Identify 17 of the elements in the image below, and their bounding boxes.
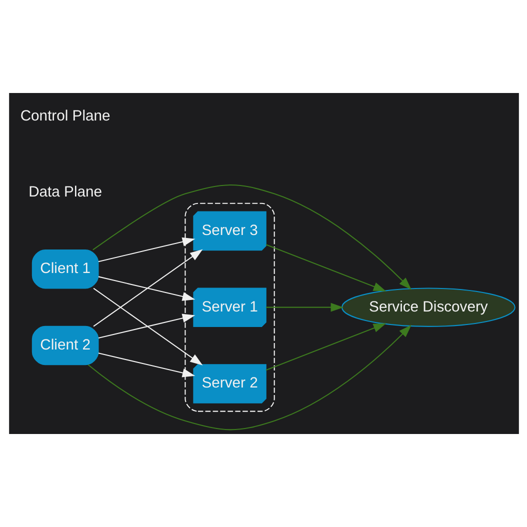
arrow [266,302,344,312]
node-box: Client 2 [31,326,98,366]
arrow [98,237,195,262]
label: Data Plane [28,184,102,201]
arrow [98,352,195,378]
node-ellipse: Service Discovery [340,288,515,327]
arrow [92,288,202,366]
arrow [98,276,195,301]
arrow [98,314,195,338]
arrow [92,249,202,327]
cluster [184,202,274,412]
arrow [87,324,411,430]
arrow [265,244,386,292]
arrow [92,184,411,290]
node-box: Client 1 [31,250,98,289]
arrow [265,323,386,371]
label: Control Plane [20,108,110,124]
